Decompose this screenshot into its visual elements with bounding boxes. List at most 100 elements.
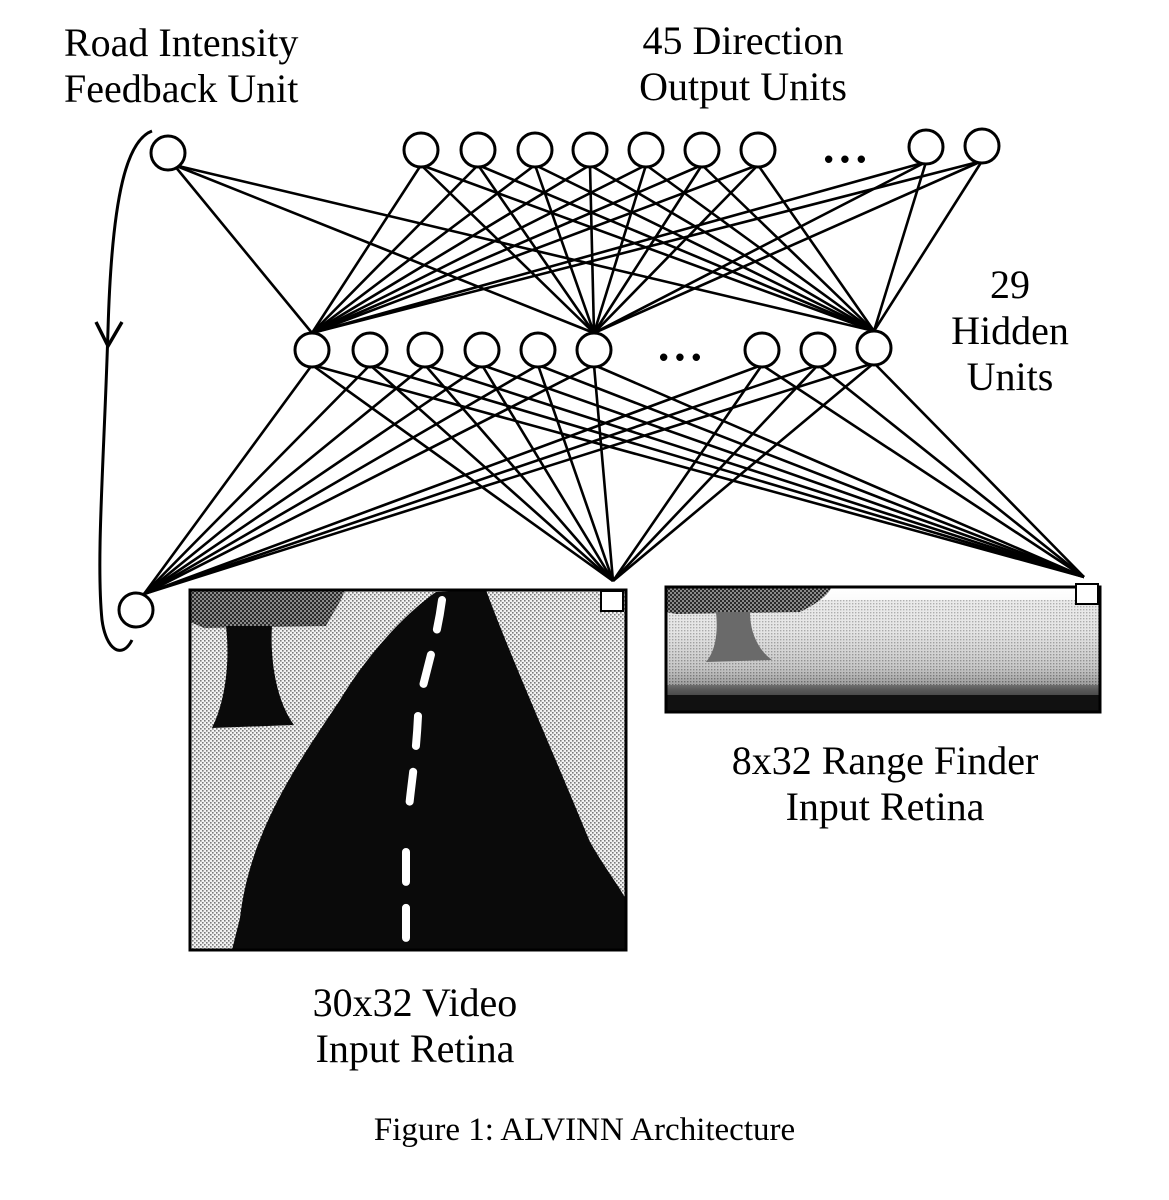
connection-line	[311, 159, 983, 335]
connection-line	[369, 364, 614, 582]
video-retina-lane-marking	[401, 596, 446, 948]
connection-line	[593, 164, 759, 334]
video-retina-pixel-marker	[600, 590, 624, 612]
hidden-unit	[855, 329, 893, 367]
connection-line	[143, 363, 426, 596]
connection-line	[172, 164, 314, 334]
output-unit	[459, 131, 497, 169]
range-retina-tree-crown	[666, 587, 832, 614]
connection-line	[311, 163, 536, 335]
connection-line	[311, 163, 703, 335]
range-retina-tree-trunk	[706, 612, 772, 662]
range-retina-ground	[666, 695, 1100, 712]
range-retina-frame	[664, 585, 1102, 714]
connection-line	[173, 163, 595, 335]
video-retina-road	[232, 590, 626, 950]
output-units-label-line-1: 45 Direction	[642, 18, 844, 63]
hidden-unit	[351, 331, 389, 369]
hidden-unit	[743, 331, 781, 369]
video-retina-tree-crown	[190, 590, 345, 628]
hidden-units-label: 29 Hidden Units	[930, 262, 1090, 400]
video-input-retina-image	[188, 588, 628, 952]
video-retina-label-line-1: 30x32 Video	[312, 980, 518, 1025]
hidden-layer-ellipsis: • • •	[659, 342, 701, 372]
range-finder-label-line-2: Input Retina	[785, 784, 985, 829]
connection-line	[311, 163, 759, 335]
output-unit	[739, 131, 777, 169]
connection-line	[143, 363, 595, 596]
connection-line	[873, 362, 1085, 578]
range-finder-input-retina-image	[664, 583, 1102, 714]
hidden-units-label-line-2: Hidden	[951, 308, 1069, 353]
connection-line	[756, 164, 876, 332]
output-unit	[907, 128, 945, 166]
connection-line	[481, 363, 1085, 579]
output-unit	[963, 127, 1001, 165]
connection-line	[142, 364, 314, 595]
connection-line	[817, 363, 1085, 579]
connection-line	[611, 364, 764, 582]
connection-line	[424, 364, 614, 582]
network-connections	[142, 159, 1085, 596]
hidden-unit	[406, 331, 444, 369]
hidden-unit	[293, 331, 331, 369]
feedback-output-unit	[149, 134, 187, 172]
video-retina-frame	[188, 588, 628, 952]
hidden-unit	[799, 331, 837, 369]
video-retina-label: 30x32 Video Input Retina	[260, 980, 570, 1072]
connection-line	[612, 364, 819, 582]
figure-caption: Figure 1: ALVINN Architecture	[373, 1112, 796, 1148]
connection-line	[311, 163, 591, 335]
range-finder-label-line-1: 8x32 Range Finder	[731, 738, 1039, 783]
connection-line	[612, 362, 875, 582]
connection-line	[143, 363, 539, 596]
hidden-units-label-line-1: 29	[990, 262, 1030, 307]
connection-line	[143, 363, 763, 596]
output-unit	[402, 131, 440, 169]
output-unit	[516, 131, 554, 169]
hidden-unit	[463, 331, 501, 369]
output-layer-ellipsis: • • •	[824, 144, 866, 174]
output-units-label-line-2: Output Units	[639, 64, 847, 109]
connection-line	[592, 364, 615, 582]
connection-line	[311, 164, 479, 334]
connection-line	[311, 363, 614, 583]
hidden-unit	[575, 331, 613, 369]
connection-line	[143, 363, 819, 596]
connection-line	[593, 159, 983, 335]
connection-line	[369, 363, 1085, 579]
network-units	[117, 127, 1001, 629]
connection-line	[310, 164, 423, 334]
output-unit	[683, 131, 721, 169]
connection-line	[424, 363, 1085, 579]
connection-line	[143, 361, 875, 596]
connection-line	[311, 363, 1085, 579]
hidden-unit	[519, 331, 557, 369]
range-retina-pixel-marker	[1075, 583, 1099, 605]
feedback-loop-path	[98, 129, 153, 652]
connection-line	[536, 364, 615, 582]
connection-line	[311, 160, 927, 335]
feedback-loop	[94, 129, 153, 652]
feedback-unit-label: Road Intensity Feedback Unit	[64, 20, 298, 112]
output-units-label: 45 Direction Output Units	[598, 18, 888, 110]
connection-line	[593, 363, 1085, 579]
output-unit	[571, 131, 609, 169]
video-retina-label-line-2: Input Retina	[315, 1026, 515, 1071]
range-finder-label: 8x32 Range Finder Input Retina	[680, 738, 1090, 830]
connection-line	[761, 363, 1085, 579]
feedback-unit-label-line-1: Road Intensity	[64, 20, 299, 65]
video-retina-tree-trunk	[212, 626, 294, 728]
connection-line	[872, 160, 984, 332]
connection-line	[173, 163, 875, 333]
feedback-input-unit	[117, 591, 155, 629]
connection-line	[143, 363, 483, 596]
connection-line	[143, 364, 371, 595]
connection-line	[537, 363, 1085, 579]
feedback-arrowhead-icon	[94, 321, 124, 350]
connection-line	[480, 364, 615, 582]
connection-line	[311, 163, 647, 335]
hidden-units-label-line-3: Units	[966, 354, 1054, 399]
feedback-unit-label-line-2: Feedback Unit	[64, 66, 299, 111]
